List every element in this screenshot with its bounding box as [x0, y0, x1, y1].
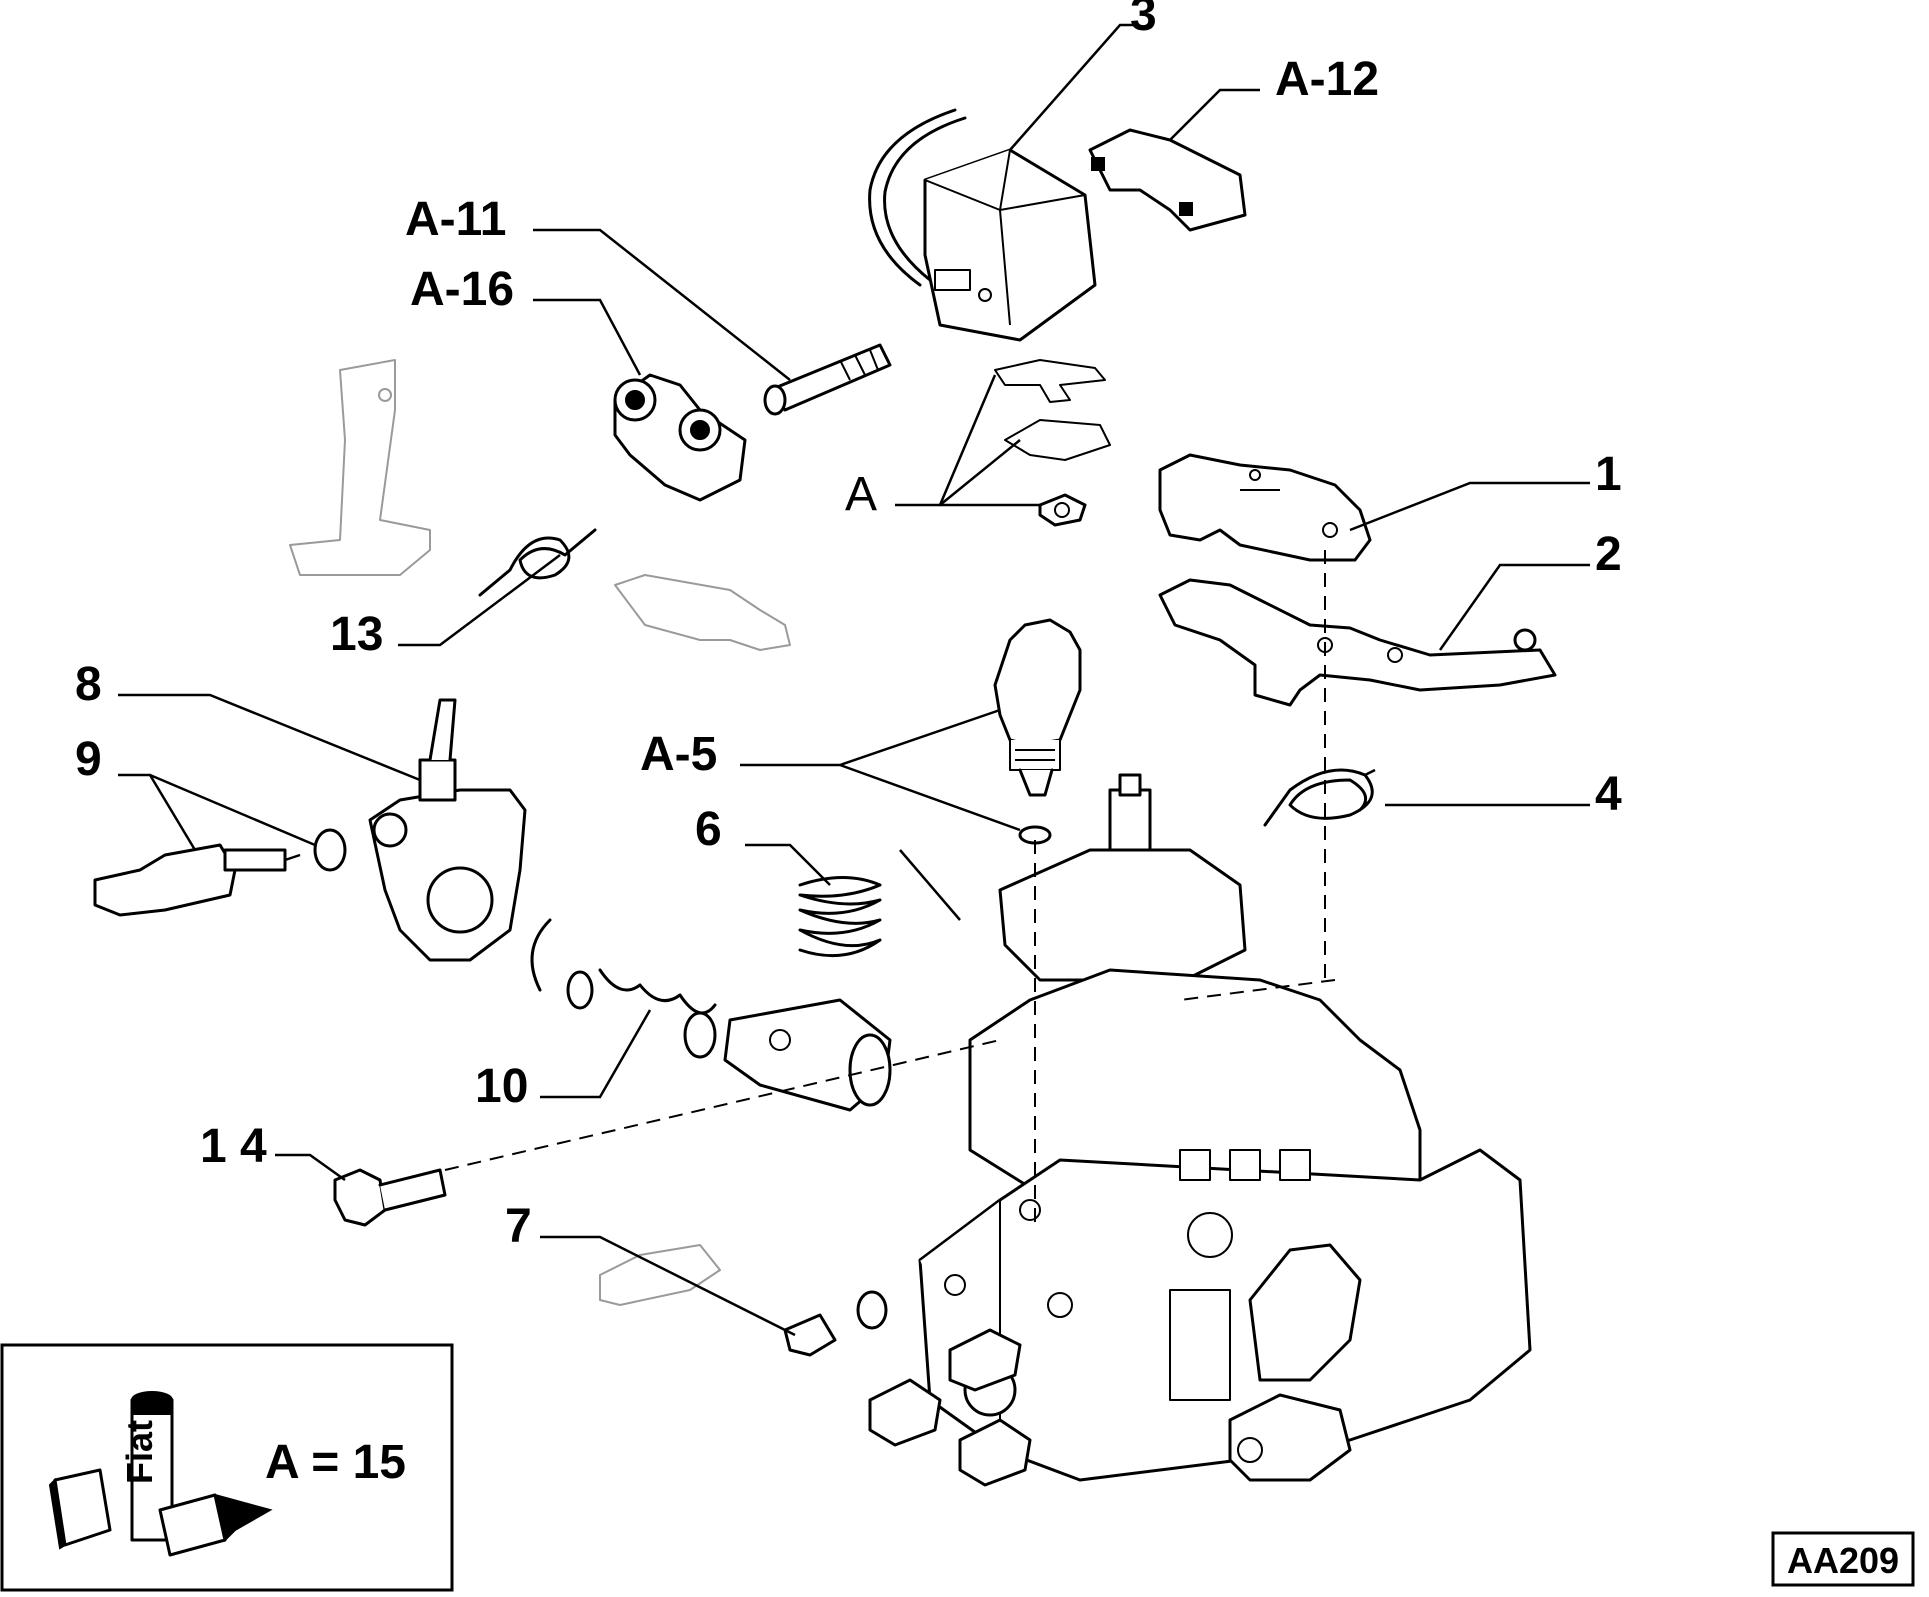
label-3: 3: [1130, 0, 1157, 41]
part-8-housing: [368, 698, 527, 962]
part-13-spring: [478, 528, 597, 597]
label-7: 7: [505, 1200, 532, 1253]
label-1: 1: [1595, 448, 1622, 501]
part-A-plates-and-nut: [994, 359, 1111, 527]
label-13: 13: [330, 608, 383, 661]
part-14-bolt: [333, 1168, 447, 1227]
part-7-plug: [783, 1290, 888, 1357]
part-1-plate: [1158, 453, 1372, 562]
part-labels: 3 A-12 A-11 A-16 A 1 2 4 A-5 6 8 9 13 10…: [75, 0, 1622, 1253]
part-3-solenoid-valve: [868, 108, 1097, 342]
part-10-spring-assembly: [530, 918, 892, 1112]
sealant-legend: Fiat A = 15: [0, 1343, 454, 1592]
pump-body: [868, 773, 1532, 1487]
drawing-code-box: AA209: [1771, 1531, 1915, 1587]
label-2: 2: [1595, 528, 1622, 581]
label-A11: A-11: [405, 193, 506, 246]
part-A16-rollers: [613, 373, 747, 502]
legend-formula: A = 15: [265, 1436, 406, 1489]
part-2-lever: [1158, 578, 1557, 707]
label-A16: A-16: [410, 263, 514, 316]
label-14: 1 4: [200, 1120, 267, 1173]
label-9: 9: [75, 733, 102, 786]
label-4: 4: [1595, 768, 1622, 821]
alignment-lines: [444, 550, 1336, 1230]
part-4-spring: [1263, 768, 1376, 827]
label-10: 10: [475, 1060, 528, 1113]
drawing-code: AA209: [1787, 1540, 1899, 1581]
legend-can-text: Fiat: [119, 1420, 160, 1484]
label-A12: A-12: [1275, 53, 1379, 106]
label-6: 6: [695, 803, 722, 856]
ghost-parts: [289, 359, 791, 1306]
part-9-sensor: [93, 828, 347, 917]
part-6-spring: [798, 876, 882, 958]
label-8: 8: [75, 658, 102, 711]
part-A12-bracket: [1088, 128, 1247, 232]
part-A5-sensor: [993, 618, 1082, 845]
label-A5: A-5: [640, 728, 717, 781]
part-A11-pin: [763, 343, 892, 416]
label-A: A: [845, 468, 877, 521]
leader-lines: [118, 23, 1590, 1337]
